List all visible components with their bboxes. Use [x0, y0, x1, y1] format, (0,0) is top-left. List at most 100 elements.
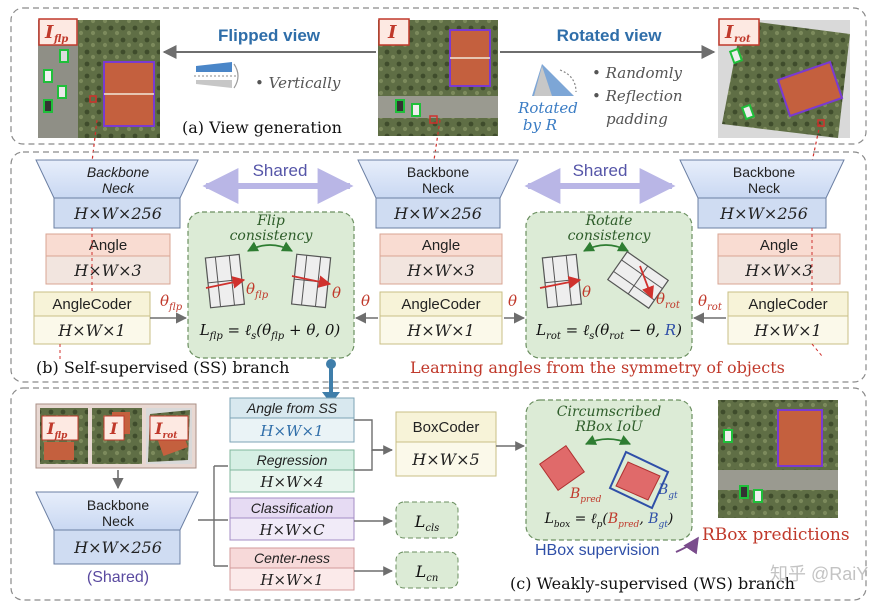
anglecoder-right: AngleCoder H×W×1	[727, 291, 849, 345]
vertically-label: • Vertically	[255, 74, 341, 92]
circumscribed-panel: Circumscribed RBox IoU Bpred Bgt	[525, 399, 693, 541]
svg-text:H×W×3: H×W×3	[73, 261, 141, 280]
anglecoder-center: AngleCoder H×W×1	[379, 291, 503, 345]
svg-text:I: I	[109, 419, 118, 438]
rbox-prediction-image	[718, 400, 838, 518]
svg-text:H×W×1: H×W×1	[753, 321, 821, 340]
svg-text:Backbone: Backbone	[87, 164, 149, 180]
svg-text:H×W×3: H×W×3	[406, 261, 474, 280]
svg-text:Neck: Neck	[422, 180, 455, 196]
svg-text:AngleCoder: AngleCoder	[52, 296, 131, 313]
svg-text:Backbone: Backbone	[87, 497, 149, 513]
backbone-left: Backbone Neck H×W×256	[35, 159, 199, 229]
backbone-center: Backbone Neck H×W×256	[357, 159, 519, 229]
svg-text:θ: θ	[508, 292, 517, 310]
svg-text:Circumscribed: Circumscribed	[557, 404, 661, 420]
svg-text:Neck: Neck	[748, 180, 781, 196]
section-a-frame	[10, 7, 867, 145]
loss-cn-box: Lcn	[395, 551, 459, 589]
input-tag: I	[378, 18, 410, 46]
svg-text:RBox IoU: RBox IoU	[574, 419, 644, 435]
svg-text:θ: θ	[332, 284, 341, 302]
svg-text:Classification: Classification	[251, 500, 334, 516]
loss-cls-box: Lcls	[395, 501, 459, 539]
svg-text:H×W×4: H×W×4	[259, 473, 323, 491]
flip-tag: I flp	[38, 18, 78, 46]
rotated-view-title: Rotated view	[557, 26, 663, 45]
watermark: 知乎 @RaiY	[770, 564, 868, 584]
rotated-image	[718, 20, 850, 138]
boxcoder: BoxCoder H×W×5	[395, 411, 497, 477]
svg-text:flp: flp	[53, 34, 68, 45]
shared-paren: (Shared)	[87, 569, 149, 586]
head-angle-from-ss: Angle from SS H×W×1	[229, 397, 355, 443]
svg-text:H×W×C: H×W×C	[258, 521, 325, 539]
svg-text:Regression: Regression	[257, 452, 328, 468]
svg-text:I: I	[44, 22, 54, 43]
svg-text:Rotate: Rotate	[585, 213, 633, 229]
svg-text:AngleCoder: AngleCoder	[401, 296, 480, 313]
backbone-ws: Backbone Neck H×W×256	[35, 491, 199, 565]
backbone-right: Backbone Neck H×W×256	[679, 159, 845, 229]
svg-text:H×W×256: H×W×256	[719, 204, 808, 223]
svg-text:H×W×1: H×W×1	[57, 321, 125, 340]
randomly-label: • Randomly	[592, 64, 683, 82]
svg-text:Backbone: Backbone	[733, 164, 795, 180]
svg-text:H×W×1: H×W×1	[259, 571, 323, 589]
loss-flip: Lflp = ℓs(θflp + θ, 0)	[199, 321, 341, 342]
svg-text:BoxCoder: BoxCoder	[413, 419, 480, 436]
svg-text:Center-ness: Center-ness	[254, 550, 330, 566]
svg-text:H×W×1: H×W×1	[406, 321, 474, 340]
hbox-supervision: HBox supervision	[535, 542, 660, 559]
svg-text:Neck: Neck	[102, 513, 135, 529]
svg-text:H×W×3: H×W×3	[744, 261, 812, 280]
svg-text:H×W×256: H×W×256	[393, 204, 482, 223]
svg-text:H×W×256: H×W×256	[73, 204, 162, 223]
rot-tag: I rot	[718, 18, 760, 46]
svg-text:θrot: θrot	[698, 292, 723, 313]
svg-text:Angle from SS: Angle from SS	[246, 400, 338, 416]
section-a-caption: (a) View generation	[182, 118, 342, 137]
rotate-consistency-panel: Rotate consistency θ θrot	[525, 211, 693, 359]
svg-text:θ: θ	[582, 283, 591, 301]
svg-text:H×W×1: H×W×1	[259, 422, 323, 440]
section-c-frame	[10, 387, 867, 601]
svg-text:θ: θ	[361, 292, 370, 310]
svg-text:rot: rot	[734, 34, 751, 45]
rotate-icon	[532, 64, 577, 96]
svg-text:H×W×5: H×W×5	[411, 450, 479, 469]
head-center-ness: Center-ness H×W×1	[229, 547, 355, 591]
flip-consistency-panel: Flip consistency θflp θ	[187, 211, 355, 359]
loss-box: Lbox = ℓp(Bpred, Bgt)	[544, 511, 674, 530]
svg-text:consistency: consistency	[230, 228, 314, 244]
anglecoder-left: AngleCoder H×W×1	[33, 291, 151, 345]
reflection-label: • Reflection	[592, 87, 683, 105]
svg-text:θflp: θflp	[160, 292, 183, 313]
padding-label: padding	[606, 110, 668, 128]
section-c-caption: (c) Weakly-supervised (WS) branch	[510, 574, 795, 593]
head-classification: Classification H×W×C	[229, 497, 355, 541]
input-thumbnails: Iflp I Irot	[35, 403, 197, 469]
loss-rot: Lrot = ℓs(θrot − θ, R)	[535, 321, 682, 342]
angle-left: Angle H×W×3	[45, 233, 171, 285]
section-b-frame	[10, 151, 867, 383]
rotated-by-line2: by R	[523, 116, 557, 134]
svg-text:Backbone: Backbone	[407, 164, 469, 180]
svg-text:I: I	[724, 22, 734, 43]
shared-label-left: Shared	[253, 161, 308, 180]
svg-text:Angle: Angle	[422, 237, 460, 254]
svg-text:H×W×256: H×W×256	[73, 538, 162, 557]
svg-text:AngleCoder: AngleCoder	[748, 296, 827, 313]
svg-text:Neck: Neck	[102, 180, 135, 196]
flipped-view-title: Flipped view	[218, 26, 321, 45]
flip-icon	[194, 62, 239, 89]
rotated-by-line1: Rotated	[517, 99, 578, 117]
learning-caption: Learning angles from the symmetry of obj…	[410, 358, 785, 377]
section-b-caption: (b) Self-supervised (SS) branch	[36, 358, 289, 377]
svg-text:Angle: Angle	[760, 237, 798, 254]
rbox-predictions: RBox predictions	[702, 525, 850, 545]
svg-text:Angle: Angle	[89, 237, 127, 254]
svg-text:Flip: Flip	[256, 213, 285, 229]
angle-right: Angle H×W×3	[717, 233, 841, 285]
